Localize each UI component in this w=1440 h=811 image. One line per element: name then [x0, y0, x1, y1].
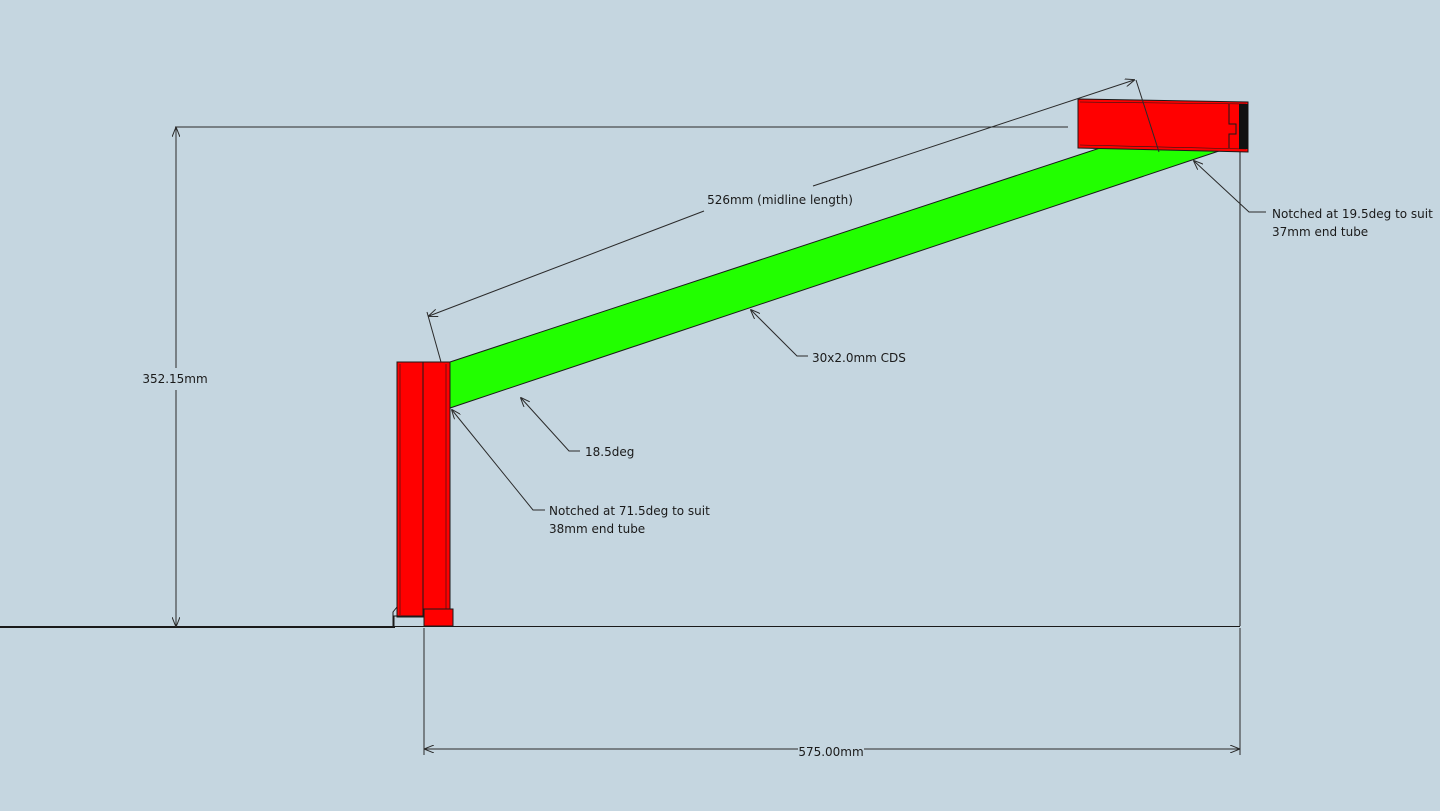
right-notch-label-line2: 37mm end tube — [1272, 225, 1368, 239]
height-dimension-label: 352.15mm — [142, 372, 207, 386]
midline-extension-right — [1135, 79, 1160, 153]
right-notch-leader — [1194, 161, 1266, 213]
midline-dimension-line-upper — [812, 80, 1134, 187]
left-notch-label-line1: Notched at 71.5deg to suit — [549, 504, 710, 518]
right-end-tube — [1077, 98, 1249, 153]
left-end-tube — [392, 361, 454, 627]
angle-leader — [521, 398, 580, 452]
right-notch-label-line1: Notched at 19.5deg to suit — [1272, 207, 1433, 221]
inclined-member — [449, 147, 1223, 409]
midline-extension-left — [426, 311, 442, 363]
angle-label: 18.5deg — [585, 445, 634, 459]
member-leader — [751, 310, 808, 357]
width-dimension-label: 575.00mm — [798, 745, 863, 759]
left-notch-leader — [452, 410, 545, 511]
midline-dimension-line-lower — [429, 210, 705, 316]
midline-length-label: 526mm (midline length) — [707, 193, 853, 207]
member-spec-label: 30x2.0mm CDS — [812, 351, 906, 365]
left-notch-label-line2: 38mm end tube — [549, 522, 645, 536]
